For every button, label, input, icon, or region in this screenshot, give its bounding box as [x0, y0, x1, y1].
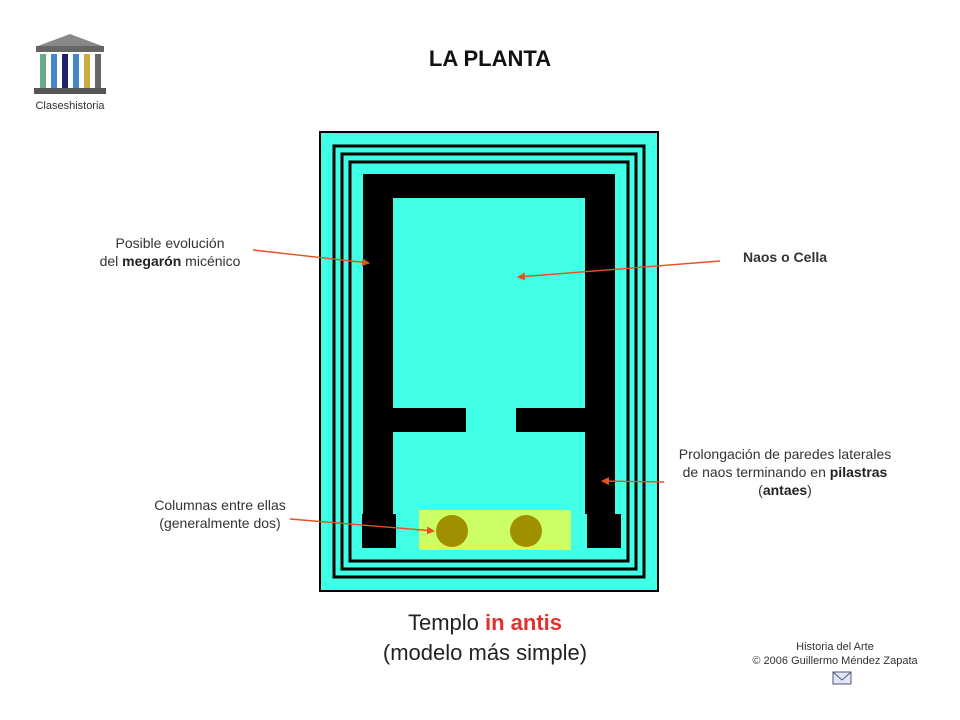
envelope-icon[interactable] [832, 670, 852, 686]
label-megaron: Posible evolución del megarón micénico [60, 234, 280, 270]
label-columns: Columnas entre ellas (generalmente dos) [110, 496, 330, 532]
platform-step-2 [340, 152, 638, 571]
column-right [510, 515, 542, 547]
credit-line2: © 2006 Guillermo Méndez Zapata [752, 655, 918, 667]
cella-back-wall [363, 174, 615, 198]
platform-step-3 [348, 160, 630, 563]
arrow-columns [289, 518, 435, 535]
label-pilasters-line1: Prolongación de paredes laterales [678, 446, 892, 462]
logo-label: Claseshistoria [35, 100, 105, 112]
caption-line1: Templo in antis [407, 610, 563, 635]
credit: Historia del Arte © 2006 Guillermo Ménde… [720, 640, 950, 668]
label-pilasters: Prolongación de paredes laterales de nao… [650, 445, 920, 499]
megaron-term: megarón [122, 253, 182, 269]
column-left [436, 515, 468, 547]
arrow-megaron [252, 249, 370, 267]
label-naos: Naos o Cella [742, 249, 828, 265]
label-columns-line2: (generalmente dos) [159, 515, 281, 531]
pilastras-term: pilastras [829, 464, 888, 480]
label-megaron-line2: del megarón micénico [99, 253, 241, 269]
anta-right [587, 514, 621, 548]
platform-step-1 [332, 144, 646, 579]
temple-logo-icon [30, 32, 110, 98]
label-pilasters-line3: (antaes) [758, 482, 812, 498]
arrow-pilasters [601, 477, 665, 486]
diagram-caption: Templo in antis (modelo más simple) [320, 608, 650, 668]
arrow-naos [517, 260, 721, 281]
cella-right-wall [585, 174, 615, 514]
label-pilasters-line2: de naos terminando en pilastras [682, 464, 888, 480]
cella-front-wall-right [516, 408, 615, 432]
page-title: LA PLANTA [428, 46, 552, 71]
label-columns-line1: Columnas entre ellas [154, 497, 286, 513]
label-megaron-line1: Posible evolución [115, 235, 225, 251]
credit-line1: Historia del Arte [796, 641, 874, 653]
anta-left [362, 514, 396, 548]
cella-left-wall [363, 174, 393, 514]
antaes-term: antaes [762, 482, 808, 498]
caption-highlight: in antis [485, 610, 563, 635]
caption-line2: (modelo más simple) [382, 640, 588, 665]
cella-front-wall-left [363, 408, 466, 432]
